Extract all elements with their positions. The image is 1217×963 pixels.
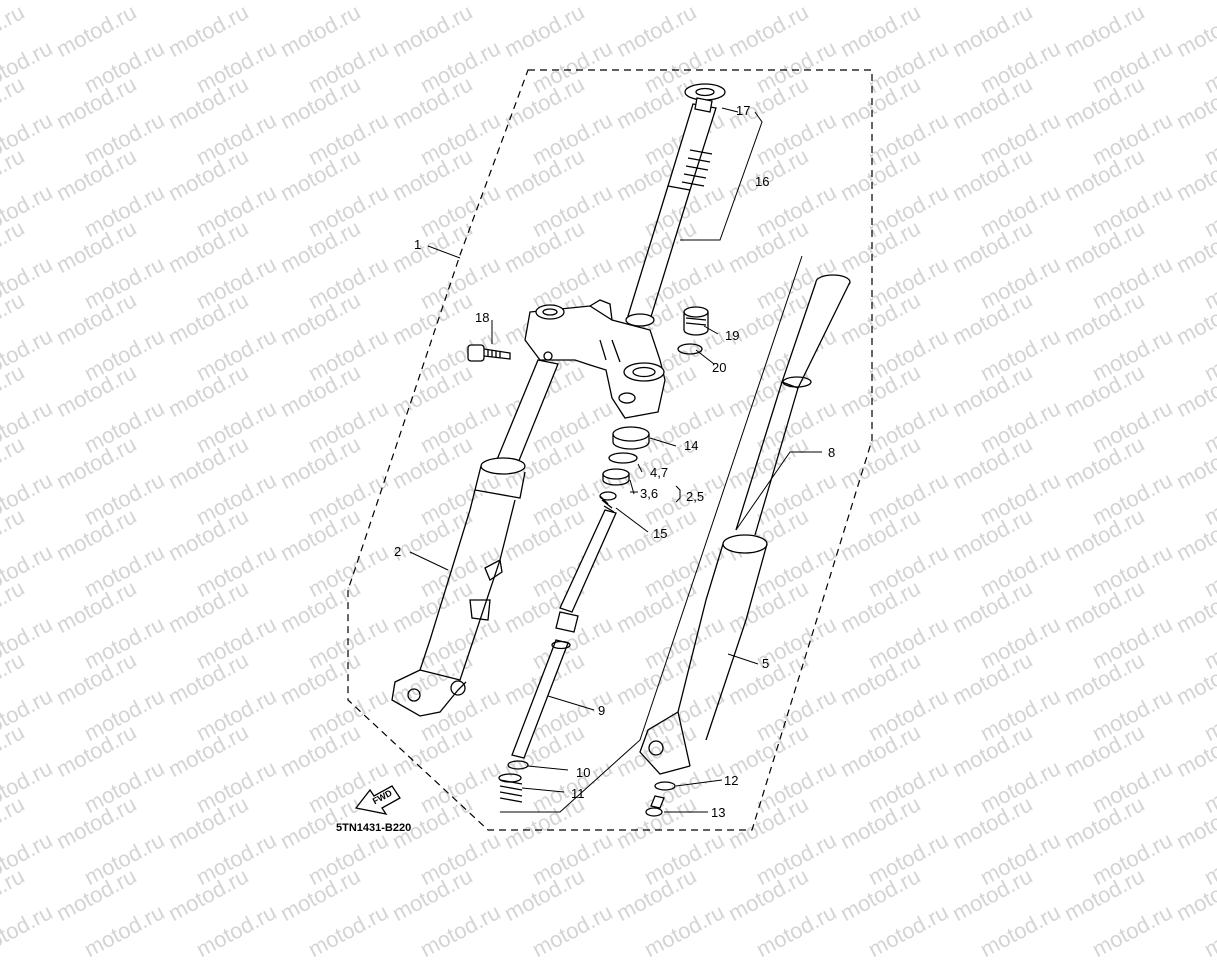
callout-9: 9 [598,703,606,718]
callout-10: 10 [576,765,591,780]
exploded-view-drawing [347,69,873,831]
callout-2-5: 2,5 [686,489,705,504]
oil-seal-stack [602,426,650,486]
steering-head-bolt [694,97,713,113]
callout-18: 18 [475,310,490,325]
o-ring [677,343,703,355]
callout-3-6: 3,6 [640,486,659,501]
left-fork-assembly [391,359,559,717]
callout-2: 2 [394,544,402,559]
callout-4-7: 4,7 [650,465,669,480]
steering-stem [625,83,726,327]
callout-8: 8 [828,445,836,460]
callout-14: 14 [684,438,699,453]
right-fork-tube [735,274,851,536]
drain-washer [654,781,676,791]
washer-and-spring [498,760,529,803]
under-bracket [524,299,666,419]
callout-5: 5 [762,656,770,671]
callout-13: 13 [711,805,726,820]
callout-12: 12 [724,773,739,788]
callout-17: 17 [736,103,751,118]
callout-16: 16 [755,174,770,189]
callout-19: 19 [725,328,740,343]
callout-11: 11 [571,786,585,801]
callout-15: 15 [653,526,668,541]
callout-1: 1 [414,237,422,252]
pinch-bolt [467,344,511,362]
assembly-boundary [347,69,873,831]
damper-rod [511,491,617,759]
right-outer-tube [639,534,768,775]
drain-bolt [645,795,665,817]
diagram-code: 5TN1431-B220 [336,822,412,834]
callout-20: 20 [712,360,727,375]
cap-bolt [683,306,709,336]
fwd-arrow [354,785,401,815]
leader-lines [409,107,822,813]
